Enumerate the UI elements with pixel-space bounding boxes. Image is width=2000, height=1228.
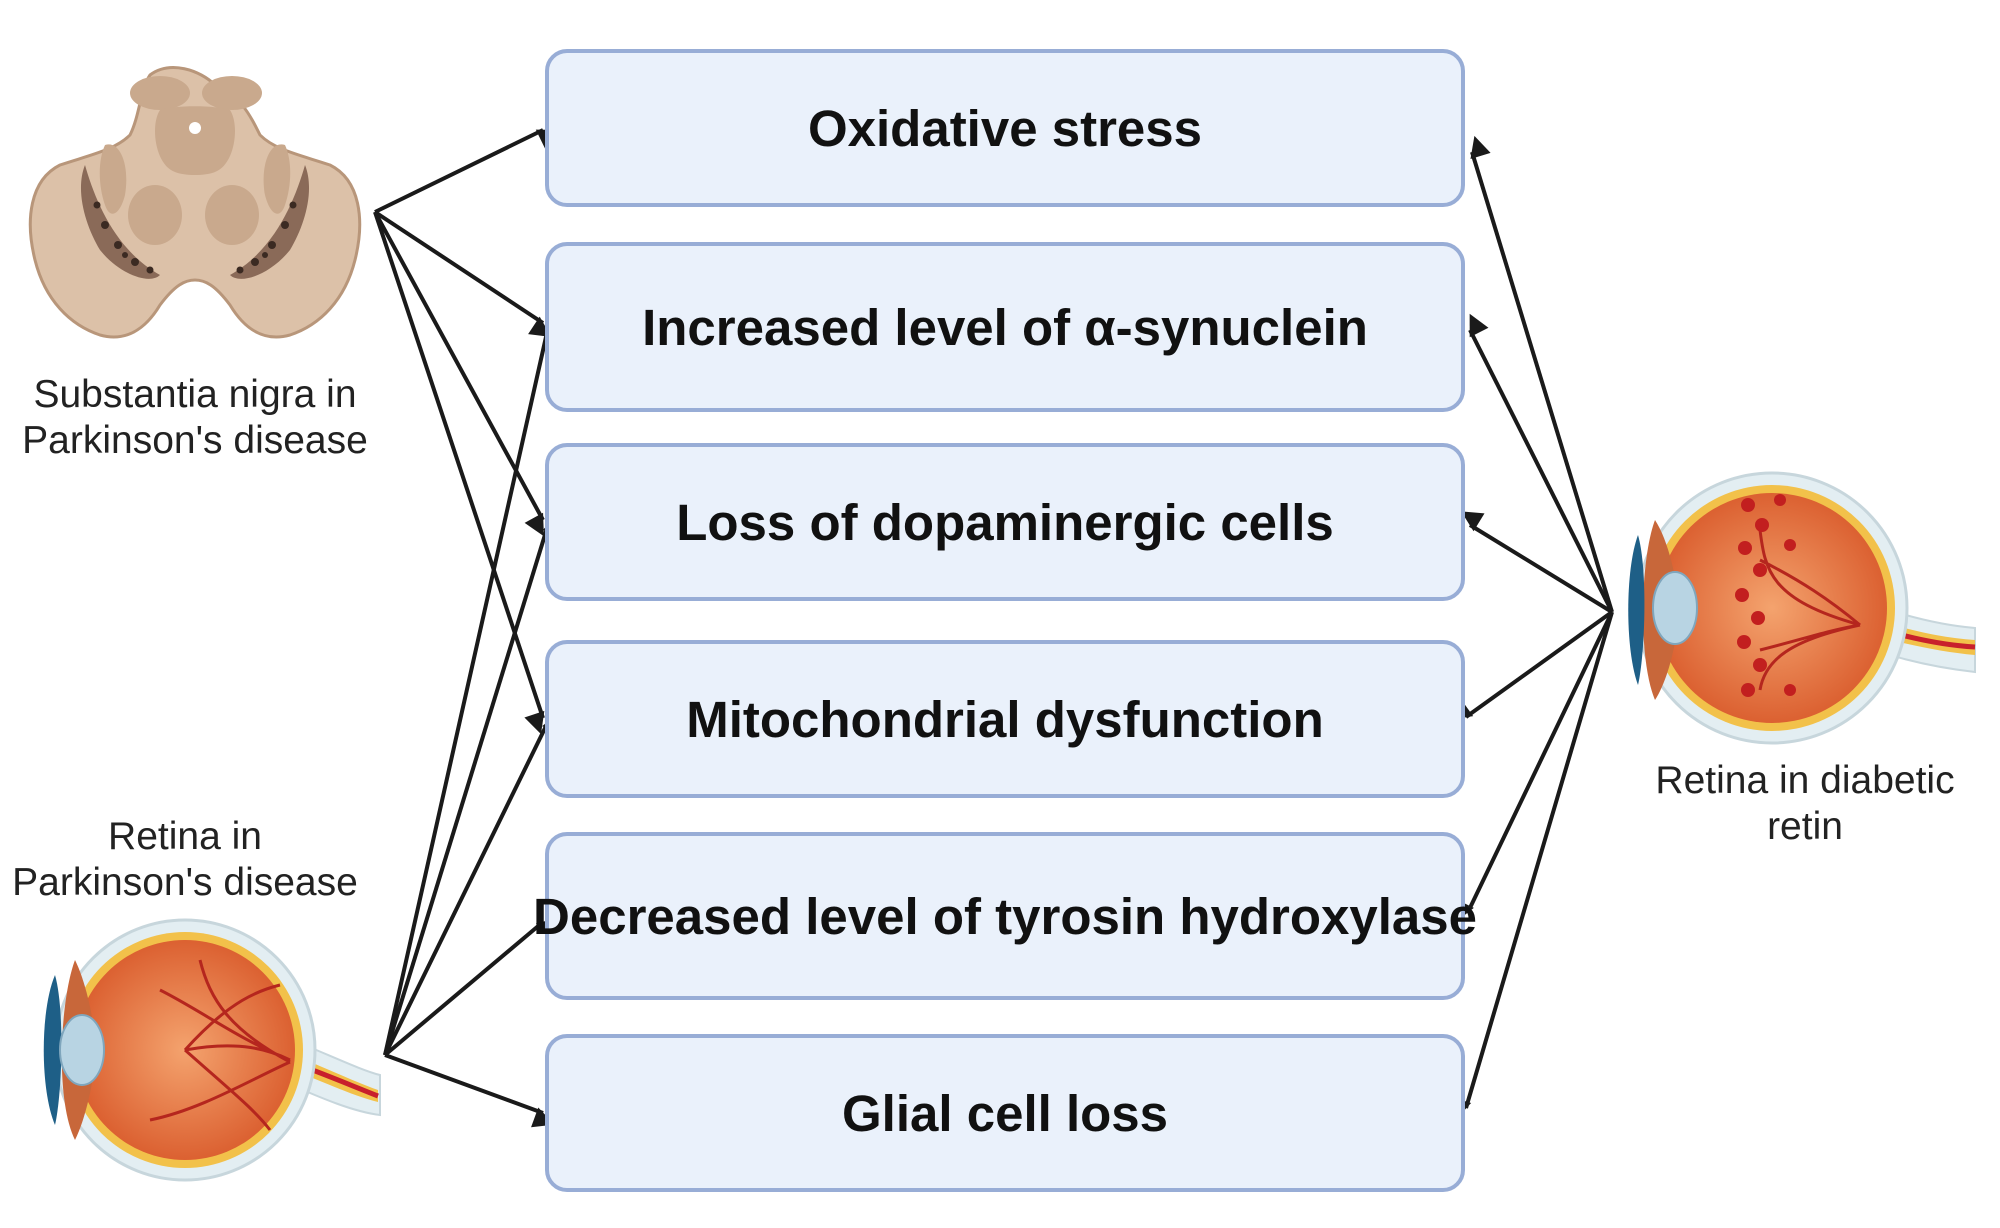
- arrow: [373, 210, 552, 337]
- arrow: [383, 315, 564, 1056]
- box-label: Oxidative stress: [807, 99, 1203, 157]
- arrow: [383, 513, 563, 1056]
- box-label: Mitochondrial dysfunction: [686, 690, 1324, 748]
- box-alpha-synuclein: Increased level of α-synuclein: [545, 242, 1465, 412]
- brainstem-icon: [28, 66, 362, 339]
- box-glial-cell-loss: Glial cell loss: [545, 1034, 1465, 1192]
- arrow: [1450, 611, 1614, 1121]
- arrow: [1468, 313, 1614, 613]
- label-line: Retina in diabetic: [1655, 759, 1955, 802]
- label-line: Retina in: [108, 815, 262, 858]
- label-line: Parkinson's disease: [22, 419, 368, 462]
- eye-diabetic-retina-icon: [1628, 471, 1976, 745]
- box-dopaminergic-cells: Loss of dopaminergic cells: [545, 443, 1465, 601]
- label-retina-pd: Retina in Parkinson's disease: [0, 814, 370, 906]
- arrow: [374, 128, 560, 214]
- label-substantia-nigra: Substantia nigra in Parkinson's disease: [5, 372, 385, 464]
- arrow: [1449, 610, 1614, 720]
- label-retina-diabetic: Retina in diabetic retin: [1620, 758, 1990, 850]
- arrows-retina-diabetic: [1449, 135, 1614, 1121]
- box-label: Decreased level of tyrosin hydroxylase: [533, 887, 1477, 945]
- arrow: [1454, 611, 1614, 923]
- box-label: Increased level of α-synuclein: [642, 298, 1368, 356]
- arrows-retina-pd: [383, 315, 564, 1128]
- arrow: [383, 711, 561, 1056]
- label-line: Substantia nigra in: [33, 373, 357, 416]
- arrow: [1461, 511, 1614, 614]
- box-oxidative-stress: Oxidative stress: [545, 49, 1465, 207]
- arrow: [383, 917, 559, 1057]
- label-line: retin: [1767, 805, 1843, 848]
- arrow: [373, 211, 545, 537]
- box-tyrosin-hydroxylase: Decreased level of tyrosin hydroxylase: [533, 832, 1477, 1000]
- box-mitochondrial-dysfunction: Mitochondrial dysfunction: [545, 640, 1465, 798]
- label-line: Parkinson's disease: [12, 861, 358, 904]
- eye-icon: [43, 918, 381, 1182]
- box-label: Loss of dopaminergic cells: [676, 493, 1334, 551]
- box-label: Glial cell loss: [842, 1084, 1168, 1142]
- arrow: [384, 1053, 555, 1128]
- arrow: [1470, 135, 1614, 613]
